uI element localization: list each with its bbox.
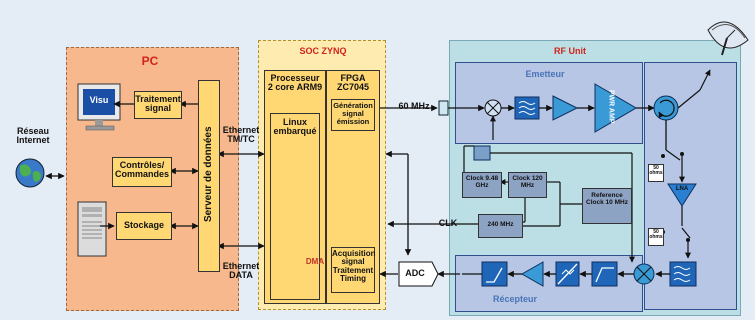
reseau-internet-label: Réseau Internet bbox=[16, 126, 50, 146]
monitor-icon bbox=[77, 83, 121, 131]
traitement-signal-label: Traitement signal bbox=[135, 94, 181, 114]
linux-embarque-label: Linux embarqué bbox=[273, 117, 317, 137]
satellite-dish-icon bbox=[707, 21, 749, 56]
ethernet-tmtc-label: Ethernet TM/TC bbox=[222, 125, 260, 145]
pc-title: PC bbox=[141, 54, 159, 68]
stockage-block[interactable]: Stockage bbox=[116, 212, 172, 240]
acquisition-signal-label: Acquisition signal Traitement Timing bbox=[332, 249, 376, 284]
ohms-bottom-block[interactable]: 50 ohms bbox=[648, 228, 664, 246]
globe-icon bbox=[15, 158, 45, 188]
clock-120-label: Clock 120 MHz bbox=[512, 175, 543, 189]
visu-label: Visu bbox=[89, 95, 109, 105]
fpga-block[interactable]: FPGA ZC7045 Génération signal émission A… bbox=[326, 70, 380, 304]
reference-clock-block[interactable]: Reference Clock 10 MHz bbox=[582, 188, 632, 224]
adc-label: ADC bbox=[405, 268, 425, 278]
recepteur-title: Récepteur bbox=[492, 294, 537, 304]
rf-unit-title: RF Unit bbox=[554, 46, 586, 56]
soc-title: SOC ZYNQ bbox=[299, 46, 347, 56]
fpga-label: FPGA ZC7045 bbox=[336, 73, 370, 93]
dma-label: DMA bbox=[305, 257, 325, 266]
linux-embarque-block[interactable]: Linux embarqué bbox=[270, 113, 320, 300]
clock-948-block[interactable]: Clock 9.48 GHz bbox=[462, 172, 502, 198]
generation-signal-block[interactable]: Génération signal émission bbox=[331, 99, 375, 131]
clock-948-label: Clock 9.48 GHz bbox=[465, 175, 499, 189]
ethernet-data-label: Ethernet DATA bbox=[222, 261, 260, 281]
mhz240-label: 240 MHz bbox=[487, 221, 514, 228]
controles-commandes-label: Contrôles/ Commandes bbox=[114, 160, 169, 180]
computer-tower-icon bbox=[77, 201, 107, 257]
generation-signal-label: Génération signal émission bbox=[333, 101, 373, 126]
serveur-donnees-label: Serveur de données bbox=[202, 126, 214, 223]
reference-clock-label: Reference Clock 10 MHz bbox=[586, 192, 628, 206]
mhz60-label: 60 MHz bbox=[398, 101, 430, 111]
processeur-label: Processeur 2 core ARM9 bbox=[267, 73, 323, 93]
traitement-signal-block[interactable]: Traitement signal bbox=[134, 91, 182, 119]
emetteur-title: Emetteur bbox=[525, 69, 565, 79]
mhz240-block[interactable]: 240 MHz bbox=[478, 214, 523, 238]
ohms-bottom-label: 50 ohms bbox=[649, 229, 663, 241]
ohms-top-label: 50 ohms bbox=[649, 165, 663, 177]
clk-label: CLK bbox=[438, 218, 458, 228]
acquisition-signal-block[interactable]: Acquisition signal Traitement Timing bbox=[331, 247, 376, 293]
pwr-amp-label: PWR AMP bbox=[607, 89, 615, 124]
clock-120-block[interactable]: Clock 120 MHz bbox=[508, 172, 547, 198]
processeur-block[interactable]: Processeur 2 core ARM9 Linux embarqué bbox=[264, 70, 326, 304]
serveur-donnees-block[interactable]: Serveur de données bbox=[198, 80, 220, 272]
lna-label: LNA bbox=[675, 186, 689, 192]
controles-commandes-block[interactable]: Contrôles/ Commandes bbox=[112, 157, 172, 187]
stockage-label: Stockage bbox=[123, 220, 165, 230]
ohms-top-block[interactable]: 50 ohms bbox=[648, 164, 664, 182]
